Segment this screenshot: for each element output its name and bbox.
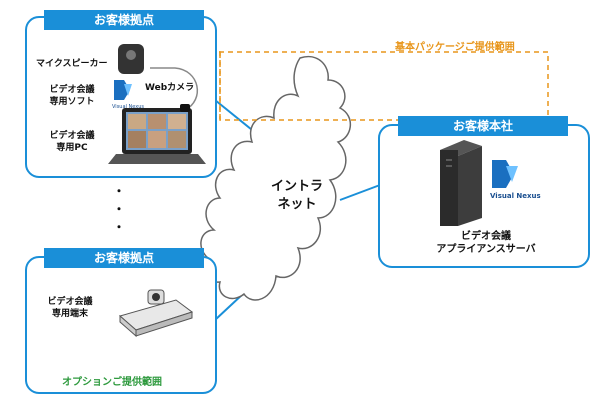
webcam-label: Webカメラ	[145, 83, 195, 93]
hq-box	[378, 124, 590, 268]
pc-label: ビデオ会議 専用PC	[49, 131, 95, 153]
appliance-label: ビデオ会議 アプライアンスサーバ	[436, 231, 536, 255]
link-cloud-hq	[339, 184, 381, 201]
site-b-header: お客様拠点	[44, 248, 204, 268]
basic-package-label: 基本パッケージご提供範囲	[395, 42, 515, 53]
mic-speaker-label: マイクスピーカー	[36, 59, 108, 69]
cloud-label: イントラ ネット	[270, 179, 323, 212]
software-label: ビデオ会議 専用ソフト	[49, 85, 95, 107]
ellipsis-dots: ・ ・ ・	[113, 184, 126, 234]
hq-header: お客様本社	[398, 116, 568, 136]
terminal-label: ビデオ会議 専用端末	[47, 297, 93, 319]
hq-logo-text: Visual Nexus	[490, 192, 541, 200]
site-a-header: お客様拠点	[44, 10, 204, 30]
intranet-cloud	[200, 55, 351, 301]
option-scope-label: オプションご提供範囲	[62, 377, 162, 388]
